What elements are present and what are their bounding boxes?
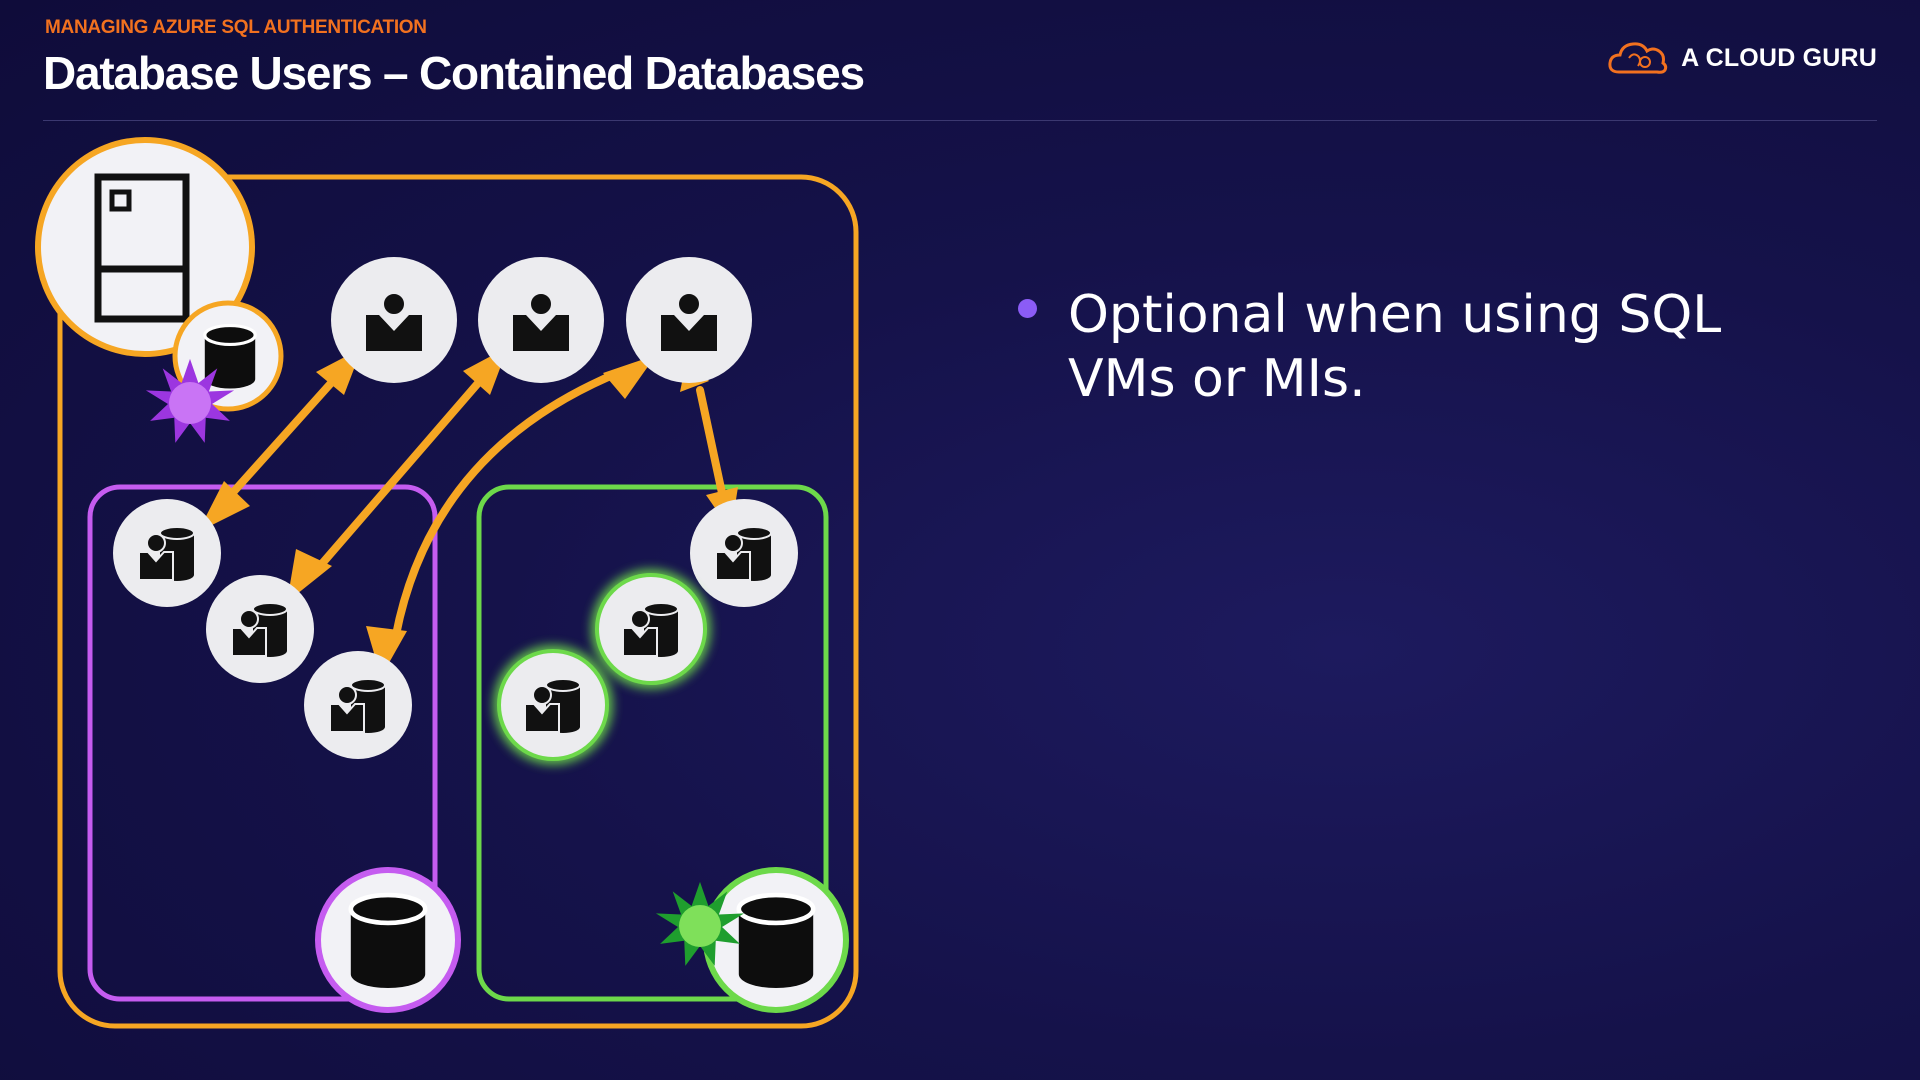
purple-database-node (315, 867, 461, 1013)
purple-burst-icon (145, 358, 235, 443)
purple-database-boundary (87, 484, 438, 1002)
bullet-list: Optional when using SQL VMs or MIs. (1018, 283, 1778, 411)
database-icon (351, 895, 425, 988)
brand: A CLOUD GURU (1607, 38, 1877, 78)
slide-title: Database Users – Contained Databases (43, 47, 865, 99)
cloud-guru-logo-icon (1608, 42, 1668, 74)
bullet-dot (1018, 299, 1037, 318)
arrow-user3 (391, 368, 624, 644)
arrow-user2 (316, 378, 483, 570)
purple-db-user-2 (206, 575, 314, 683)
database-icon (739, 895, 813, 988)
server-node (35, 137, 255, 357)
green-burst-icon (655, 881, 745, 966)
contained-database-diagram (35, 137, 859, 1029)
server-icon (94, 173, 190, 323)
bullet-item: Optional when using SQL VMs or MIs. (1018, 283, 1778, 411)
bullet-text: Optional when using SQL VMs or MIs. (1068, 285, 1722, 409)
green-db-contained-user-1 (591, 569, 711, 689)
login-user-2 (478, 257, 604, 383)
header-divider (43, 120, 1877, 121)
arrow-user4 (696, 386, 726, 497)
server-boundary (57, 174, 859, 1029)
purple-db-user-3 (304, 651, 412, 759)
section-eyebrow: MANAGING AZURE SQL AUTHENTICATION (45, 17, 427, 38)
brand-name: A CLOUD GURU (1681, 43, 1877, 72)
login-user-1 (331, 257, 457, 383)
purple-db-user-1 (113, 499, 221, 607)
login-user-3 (626, 257, 752, 383)
green-db-user-1 (690, 499, 798, 607)
mapping-arrows (224, 368, 726, 644)
green-database-boundary (476, 484, 829, 1002)
green-db-contained-user-2 (493, 645, 613, 765)
arrow-user1 (224, 378, 336, 502)
